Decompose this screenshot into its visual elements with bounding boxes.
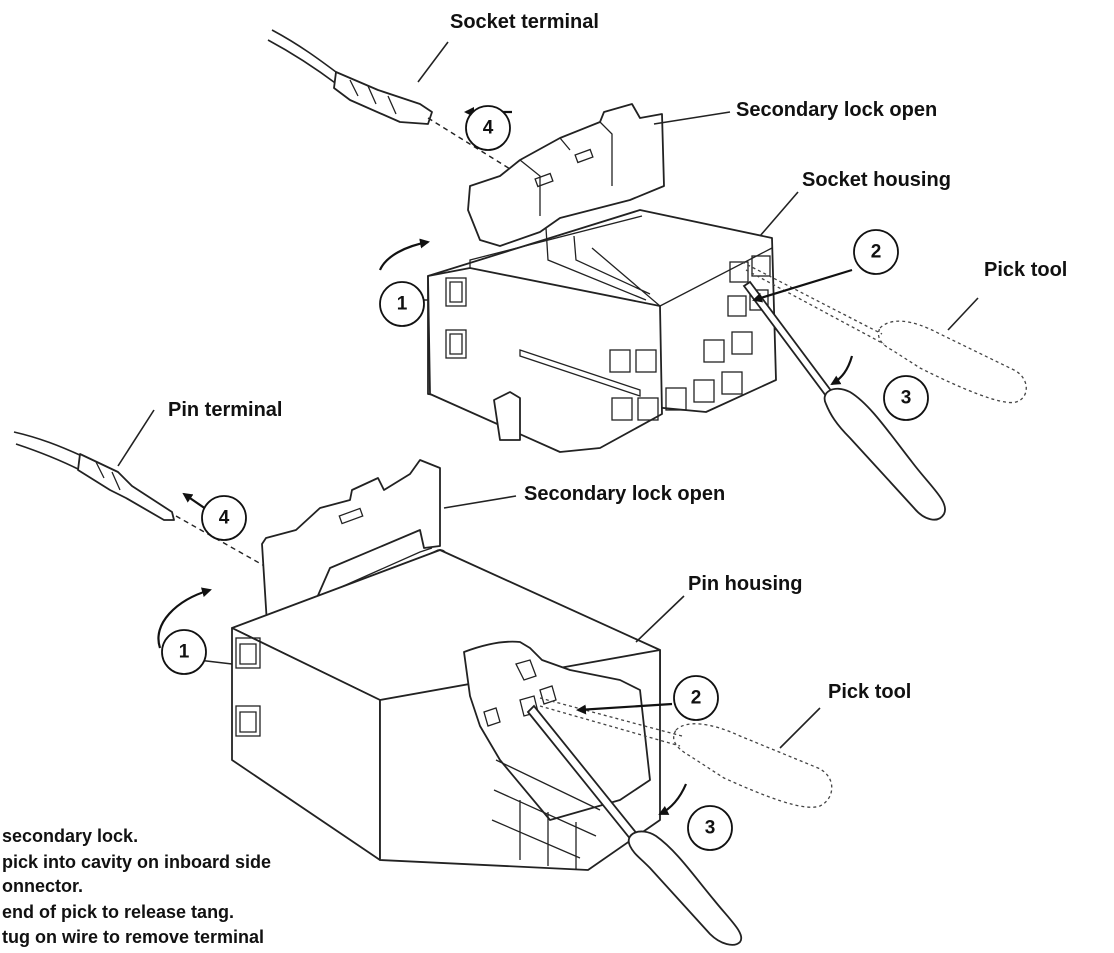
socket-callout-2: 2	[853, 229, 899, 275]
svg-text:3: 3	[901, 388, 912, 409]
svg-text:3: 3	[705, 818, 716, 839]
step-line-3: onnector.	[2, 876, 83, 896]
secondary-lock-open-label-top: Secondary lock open	[736, 99, 937, 121]
socket-callout-4: 4	[465, 105, 511, 151]
pin-callout-4: 4	[201, 495, 247, 541]
pin-callout-3: 3	[687, 805, 733, 851]
svg-text:2: 2	[871, 242, 882, 263]
socket-terminal-label: Socket terminal	[450, 11, 599, 33]
socket-callout-1: 1	[379, 281, 425, 327]
socket-callout-3: 3	[883, 375, 929, 421]
step-line-4: end of pick to release tang.	[2, 902, 234, 922]
svg-text:4: 4	[219, 508, 230, 529]
pin-terminal-drawing	[13, 431, 301, 587]
secondary-lock-open-label-bottom: Secondary lock open	[524, 483, 725, 505]
step-line-2: pick into cavity on inboard side	[2, 852, 271, 872]
pin-housing-drawing	[231, 459, 661, 871]
step-line-5: tug on wire to remove terminal	[2, 927, 264, 947]
socket-cavity-grid	[609, 255, 771, 421]
pin-callout-2: 2	[673, 675, 719, 721]
socket-pick-tool-dashed	[741, 261, 1027, 404]
pin-callout-1: 1	[161, 629, 207, 675]
svg-text:1: 1	[179, 642, 190, 663]
svg-text:1: 1	[397, 294, 408, 315]
socket-connector-group: 1 2 3 4 Socket terminal Secondary lock o…	[267, 11, 1067, 521]
pick-tool-label-top: Pick tool	[984, 259, 1067, 281]
pin-terminal-label: Pin terminal	[168, 399, 282, 421]
svg-text:2: 2	[691, 688, 702, 709]
pick-tool-label-bottom: Pick tool	[828, 681, 911, 703]
svg-text:4: 4	[483, 118, 494, 139]
pin-pick-tool-dashed	[539, 697, 833, 808]
socket-housing-drawing	[427, 103, 777, 453]
instruction-steps: secondary lock. pick into cavity on inbo…	[2, 826, 271, 947]
step-line-1: secondary lock.	[2, 826, 138, 846]
pin-pick-tool-solid	[526, 704, 743, 946]
socket-pick-tool-solid	[742, 280, 946, 521]
socket-housing-label: Socket housing	[802, 169, 951, 191]
pin-connector-group: 1 2 3 4 Pin terminal Secondary lock open…	[13, 399, 911, 946]
pin-housing-label: Pin housing	[688, 573, 802, 595]
